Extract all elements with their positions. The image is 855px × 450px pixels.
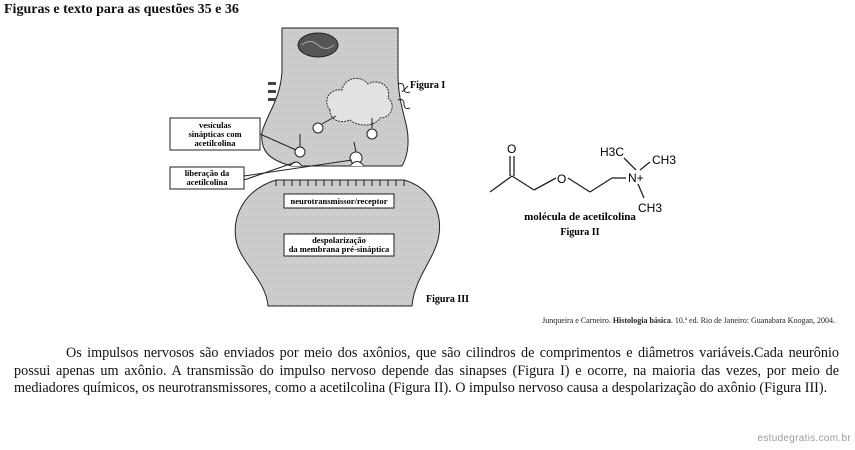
synapse-and-molecule-figures: vesículas sinápticas com acetilcolina li…: [169, 27, 676, 307]
citation-details: . 10.ª ed. Rio de Janeiro: Guanabara Koo…: [670, 316, 835, 325]
callout-release-line-2: acetilcolina: [186, 177, 228, 187]
body-paragraph: Os impulsos nervosos são enviados por me…: [14, 345, 839, 396]
callout-release-line-1: liberação da: [185, 168, 230, 178]
atom-oxygen-ester: O: [557, 172, 566, 186]
callout-vesicles: vesículas sinápticas com acetilcolina: [169, 117, 297, 151]
atom-oxygen-carbonyl: O: [507, 142, 516, 156]
body-text: Os impulsos nervosos são enviados por me…: [14, 345, 839, 398]
figure-1-label: Figura I: [410, 80, 445, 91]
vesicle: [312, 122, 324, 134]
callout-vesicles-line-3: acetilcolina: [194, 138, 236, 148]
callout-vesicles-line-2: sinápticas com: [188, 129, 241, 139]
callout-vesicles-line-1: vesículas: [199, 120, 232, 130]
vesicle: [294, 146, 306, 158]
postsynaptic-terminal: neurotransmissor/receptor despolarização…: [234, 179, 440, 307]
atom-ch3-bottom: CH3: [638, 201, 662, 215]
atom-ch3-right: CH3: [652, 153, 676, 167]
watermark: estudegratis.com.br: [757, 433, 851, 444]
figure-2-label: Figura II: [560, 227, 599, 238]
vesicle: [366, 128, 378, 140]
citation-authors: Junqueira e Carneiro.: [542, 316, 611, 325]
golgi-apparatus: [326, 77, 393, 126]
label-depolarization-line-1: despolarização: [312, 235, 366, 245]
atom-n-plus: N+: [628, 171, 644, 185]
figure-3-label: Figura III: [426, 294, 469, 305]
label-depolarization-line-2: da membrana pré-sináptica: [289, 244, 390, 254]
label-neurotransmitter-receptor: neurotransmissor/receptor: [291, 196, 388, 206]
presynaptic-terminal: [261, 27, 411, 167]
section-heading: Figuras e texto para as questões 35 e 36: [4, 2, 239, 17]
atom-h3c: H3C: [600, 145, 624, 159]
callout-release: liberação da acetilcolina: [169, 159, 353, 190]
citation-title: Histologia básica: [612, 316, 671, 325]
acetylcholine-molecule: [489, 156, 651, 199]
figure-2-caption: molécula de acetilcolina: [524, 211, 636, 223]
citation: Junqueira e Carneiro. Histologia básica.…: [542, 316, 835, 325]
